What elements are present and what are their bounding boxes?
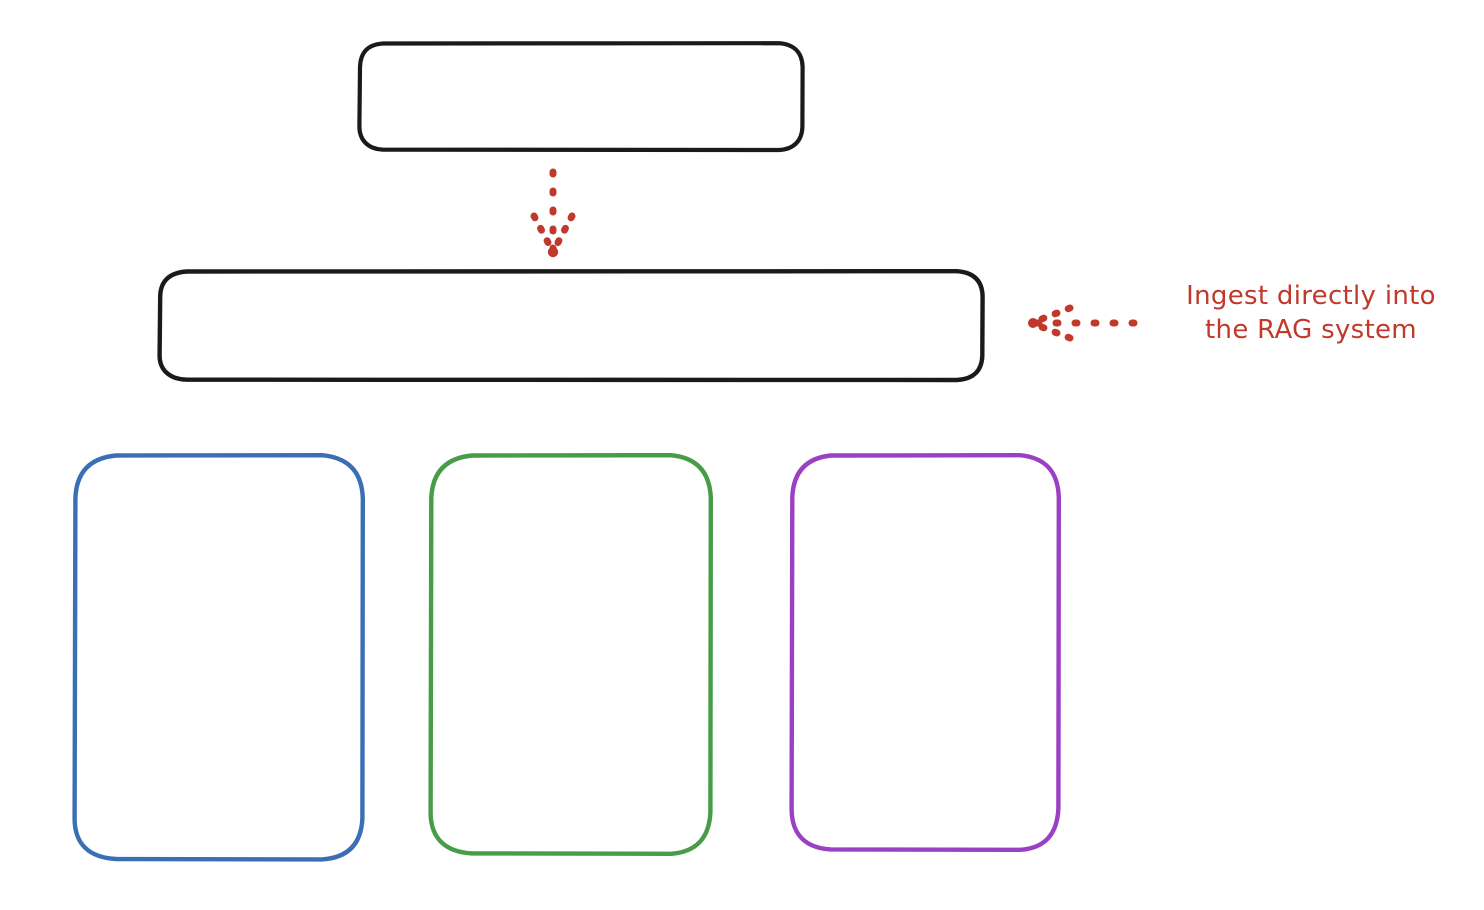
node-relational-io[interactable]: RelationalIO (insert_sql, query_sql) SQL… — [789, 452, 1061, 852]
vector-io-label: VectorIO (insert_chunks, delete_chunks, … — [124, 561, 313, 687]
relational-io-content: RelationalIO (insert_sql, query_sql) SQL… — [789, 571, 1061, 734]
sqltable-label: SQLTable — [870, 703, 980, 732]
keyvalue-io-content: KeyValueIO (set_key, delete_key, get) Ke… — [428, 573, 713, 736]
node-agent[interactable]: AGENT — [357, 40, 805, 153]
keyvalue-io-label: KeyValueIO (set_key, delete_key, get) — [471, 574, 670, 667]
connector-ingest-to-rag-tool — [1028, 304, 1138, 342]
vector-index-label: VectorIndex — [145, 724, 292, 753]
connector-agent-to-rag-tool — [530, 168, 576, 258]
node-vector-io[interactable]: VectorIO (insert_chunks, delete_chunks, … — [72, 452, 365, 862]
node-keyvalue-io[interactable]: KeyValueIO (set_key, delete_key, get) Ke… — [428, 452, 713, 856]
ingest-annotation-text: Ingest directly into the RAG system — [1186, 281, 1436, 345]
agent-label: AGENT — [523, 80, 639, 112]
rag-tool-label: RAG Tool — [508, 309, 634, 341]
node-rag-tool[interactable]: RAG Tool — [157, 268, 985, 383]
vector-io-content: VectorIO (insert_chunks, delete_chunks, … — [72, 560, 365, 755]
relational-io-label: RelationalIO (insert_sql, query_sql) — [850, 572, 1000, 665]
keyvalue-index-label: KeyValueIndex — [480, 705, 661, 734]
